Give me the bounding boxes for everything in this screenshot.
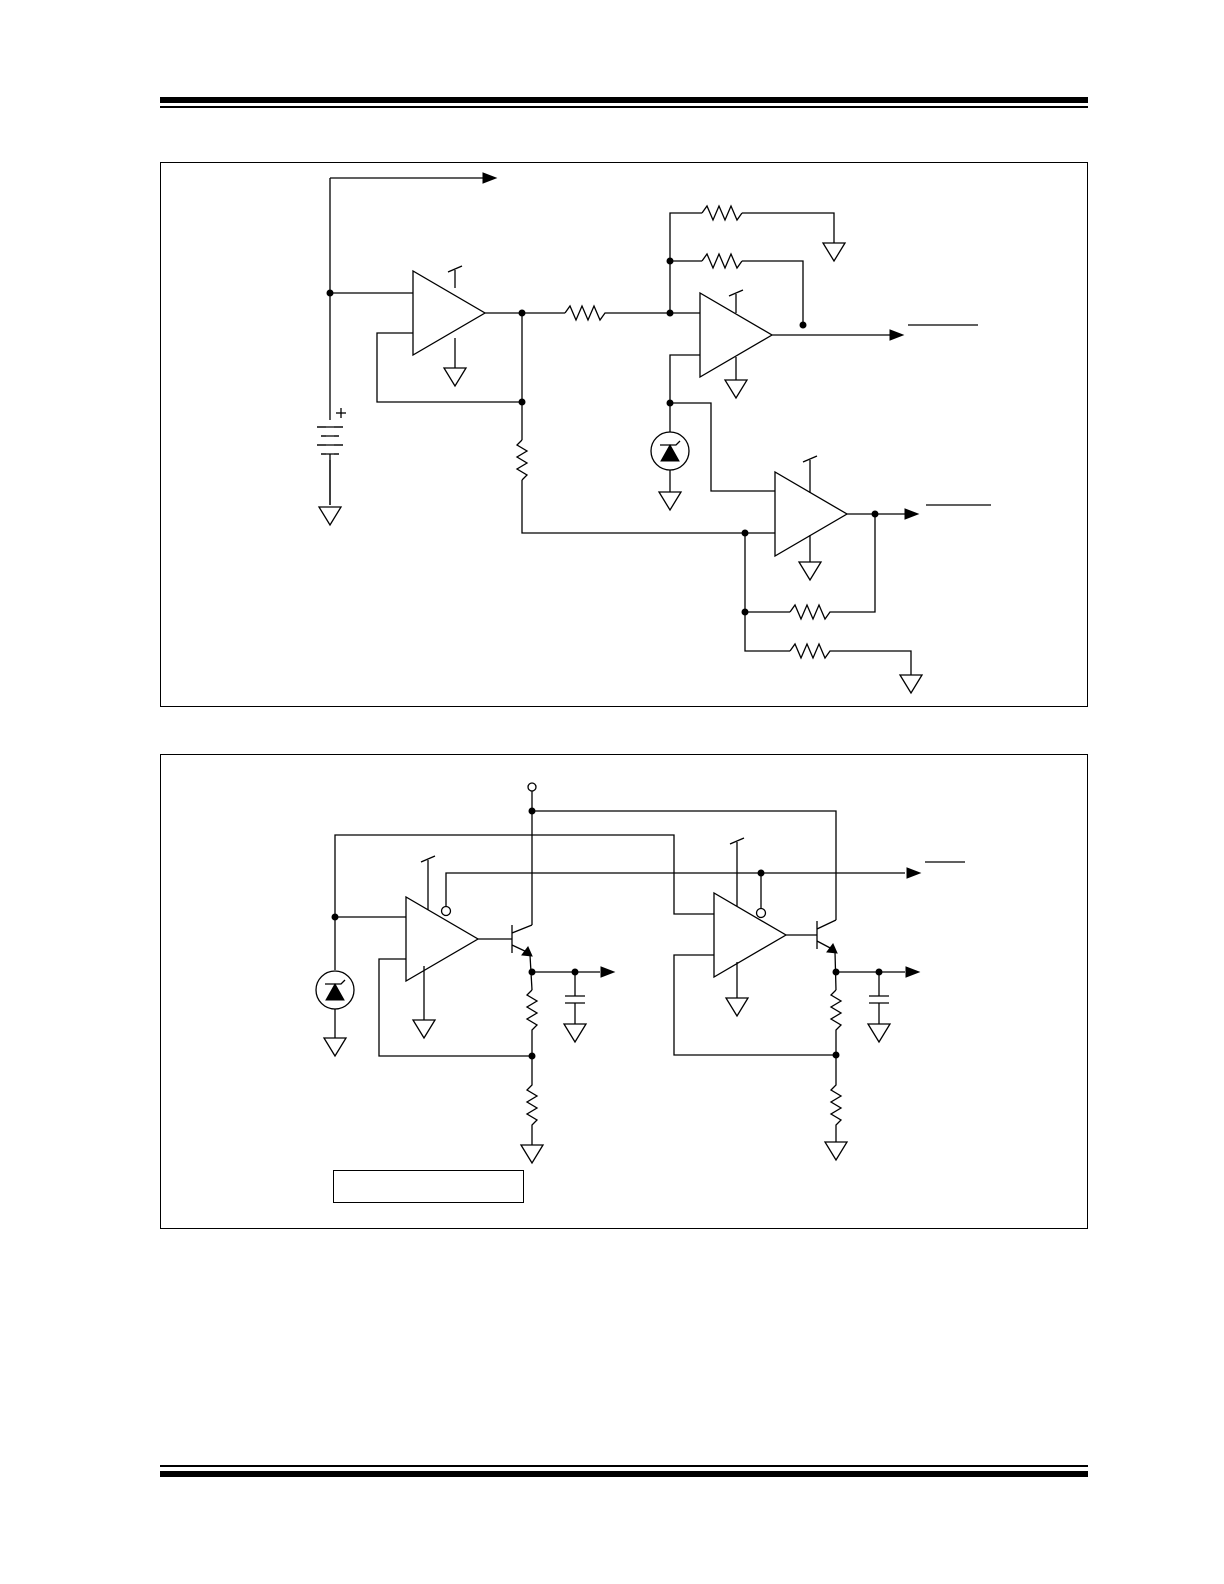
opamp2-icon [699,291,774,379]
ground-icon [866,1023,892,1044]
output2-arrow-icon [904,508,920,520]
ground-icon [657,491,683,512]
ground-icon [442,367,468,388]
ground-icon [519,1144,545,1165]
opamp-b-icon [713,891,788,979]
voltage-reference-diode-icon [315,970,355,1010]
resistor-icon [515,439,529,481]
ground-icon [797,561,823,582]
capacitor-icon [565,972,585,1024]
npn-transistor-icon [511,924,533,957]
shutdown-pin-icon [440,905,452,917]
footer-rule-thin [160,1465,1088,1467]
voltage-reference-diode-icon [650,431,690,471]
resistor-icon [789,642,912,675]
ground-icon [562,1023,588,1044]
ground-icon [322,1037,348,1058]
ground-icon [723,379,749,400]
ground-icon [821,242,847,263]
ground-icon [823,1141,849,1162]
supply-terminal-icon [527,782,537,792]
battery-icon [317,408,346,505]
opamp-a-icon [405,895,480,983]
output-a-arrow-icon [600,966,616,978]
capacitor-icon [869,972,889,1024]
opamp3-icon [774,470,849,558]
resistor-icon [701,252,743,270]
header-rule-thick [160,97,1088,103]
ground-icon [411,1019,437,1040]
footer-rule-thick [160,1471,1088,1477]
header-rule-thin [160,106,1088,108]
supply-out-arrow-icon [482,172,498,184]
figure2-frame [160,754,1088,1229]
shutdown-arrow-icon [906,867,922,879]
resistor-icon [525,989,539,1056]
npn-transistor-icon [816,919,838,954]
resistor-icon [525,1056,539,1145]
ground-icon [317,506,343,527]
ground-icon [898,674,924,695]
opamp1-icon [412,269,487,357]
ground-icon [724,997,750,1018]
resistor-icon [564,304,700,322]
figure1-frame [160,162,1088,707]
output1-arrow-icon [889,329,905,341]
output-b-arrow-icon [905,966,921,978]
resistor-icon [789,514,876,621]
shutdown-pin-icon [755,907,767,919]
figure1-schematic [317,172,991,695]
resistor-icon [829,1055,843,1142]
resistor-icon [701,204,743,222]
figure2-schematic [315,782,965,1165]
figure2-note-box [333,1170,524,1203]
resistor-icon [829,989,843,1055]
